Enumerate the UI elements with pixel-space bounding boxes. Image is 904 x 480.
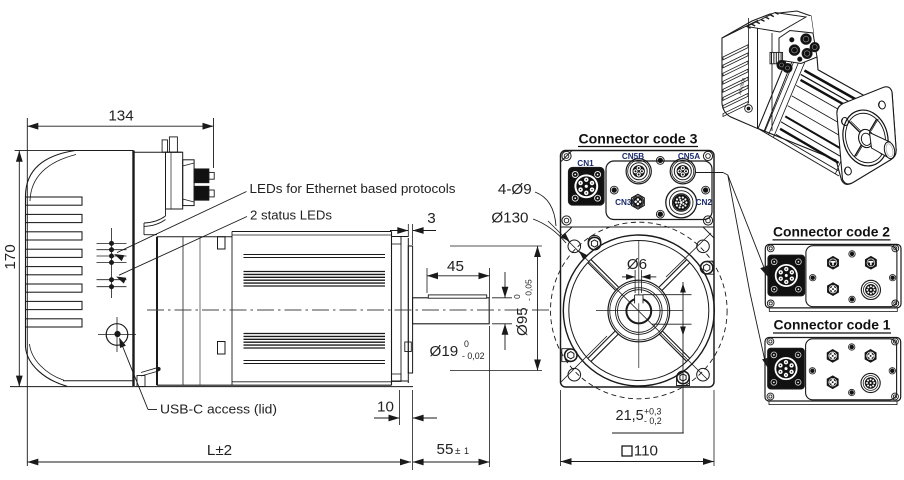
svg-text:2 status LEDs: 2 status LEDs: [250, 208, 332, 223]
svg-text:110: 110: [634, 443, 658, 460]
svg-text:AB 0000: AB 0000: [737, 77, 746, 95]
svg-text:- 0,05: - 0,05: [524, 279, 534, 301]
svg-text:+0,3: +0,3: [644, 406, 661, 416]
svg-text:21,5: 21,5: [616, 408, 644, 424]
svg-text:Ø130: Ø130: [491, 210, 528, 227]
svg-text:Ø6: Ø6: [627, 256, 647, 273]
svg-text:0: 0: [464, 339, 469, 349]
svg-text:Ø19: Ø19: [430, 343, 459, 360]
svg-text:Ø95: Ø95: [514, 307, 531, 336]
svg-text:- 0,2: - 0,2: [644, 416, 662, 426]
svg-text:Connector code 2: Connector code 2: [773, 224, 890, 240]
svg-text:45: 45: [447, 258, 464, 275]
svg-text:CN2: CN2: [696, 198, 713, 207]
svg-text:134: 134: [108, 107, 133, 124]
svg-text:LEDs for Ethernet based protoc: LEDs for Ethernet based protocols: [250, 181, 456, 196]
svg-text:CN1: CN1: [577, 159, 594, 168]
svg-text:CN3: CN3: [615, 198, 632, 207]
svg-text:55: 55: [437, 441, 454, 458]
svg-text:4-Ø9: 4-Ø9: [498, 181, 532, 198]
svg-text:USB-C access (lid): USB-C access (lid): [160, 402, 277, 417]
svg-text:1: 1: [464, 446, 469, 456]
svg-text:±: ±: [455, 446, 461, 457]
svg-text:L±2: L±2: [207, 442, 232, 459]
svg-text:CN5A: CN5A: [678, 152, 700, 161]
svg-text:Connector code 3: Connector code 3: [579, 132, 698, 148]
svg-text:Connector code 1: Connector code 1: [774, 318, 891, 334]
svg-text:10: 10: [377, 398, 394, 415]
svg-text:3: 3: [427, 210, 435, 227]
svg-text:- 0,02: - 0,02: [462, 351, 485, 361]
svg-text:170: 170: [2, 244, 19, 269]
svg-text:0: 0: [512, 294, 522, 299]
svg-text:CN5B: CN5B: [622, 152, 644, 161]
